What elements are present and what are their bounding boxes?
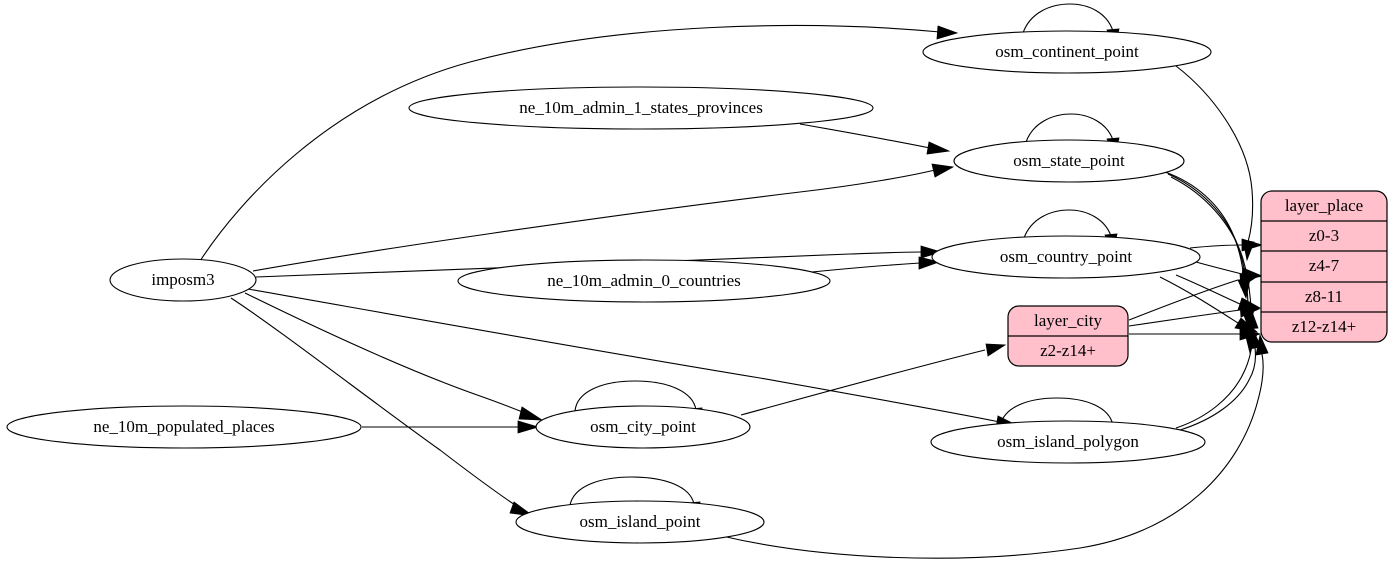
edge-layer <box>199 25 1269 559</box>
node-ne_10m_admin_0_countries-shape[interactable] <box>457 259 831 303</box>
node-ne_10m_populated_places-label: ne_10m_populated_places <box>93 417 274 436</box>
edge-imposm3-to-osm_island_point <box>230 297 534 517</box>
edge-osm_island_point-to-layer_place-z12-z14 <box>721 333 1269 559</box>
node-osm_continent_point-shape[interactable] <box>922 30 1212 74</box>
layer_place-row-z4-7[interactable]: z4-7 <box>1309 256 1340 275</box>
edge-ne_populated_places-to-osm_city_point <box>362 420 540 434</box>
edge-ne_admin_0_countries-to-osm_country_point <box>811 256 941 273</box>
node-ne_10m_admin_0_countries[interactable]: ne_10m_admin_0_countries <box>457 259 831 303</box>
node-osm_continent_point-label: osm_continent_point <box>995 42 1139 61</box>
layer_city-row-z2-z14[interactable]: z2-z14+ <box>1040 341 1096 360</box>
node-osm_state_point[interactable]: osm_state_point <box>953 139 1185 183</box>
edge-imposm3-to-osm_city_point <box>244 292 544 421</box>
layer-node-layer_place[interactable]: layer_place z0-3 z4-7 z8-11 z12-z14+ <box>1260 190 1388 343</box>
layer_place-row-z0-3[interactable]: z0-3 <box>1309 226 1339 245</box>
node-imposm3-label: imposm3 <box>151 270 214 289</box>
node-imposm3[interactable]: imposm3 <box>109 258 257 302</box>
layer_place-row-z12-z14[interactable]: z12-z14+ <box>1292 317 1356 336</box>
node-osm_island_polygon-label: osm_island_polygon <box>997 432 1139 451</box>
node-ne_10m_populated_places-shape[interactable] <box>6 405 362 449</box>
node-osm_state_point-label: osm_state_point <box>1013 151 1125 170</box>
node-osm_state_point-shape[interactable] <box>953 139 1185 183</box>
edge-osm_continent_point-to-layer_place-z0-3 <box>1175 65 1255 262</box>
edge-layer_city-to-layer_place-z12-z14 <box>1129 327 1262 341</box>
node-ne_10m_admin_0_countries-label: ne_10m_admin_0_countries <box>547 271 741 290</box>
node-osm_island_point-label: osm_island_point <box>580 512 701 531</box>
edge-ne_states_provinces-to-osm_state_point <box>799 123 951 155</box>
edge-osm_country_point-to-layer_place-z0-3 <box>1189 238 1264 252</box>
node-osm_city_point-shape[interactable] <box>535 405 751 449</box>
node-osm_city_point-label: osm_city_point <box>590 417 696 436</box>
layer_city-header: layer_city <box>1034 311 1102 330</box>
node-osm_city_point[interactable]: osm_city_point <box>535 405 751 449</box>
layer_place-row-z8-11[interactable]: z8-11 <box>1305 287 1343 306</box>
node-layer: imposm3 ne_10m_admin_1_states_provinces … <box>6 30 1212 544</box>
layer_place-header: layer_place <box>1285 196 1363 215</box>
node-osm_island_point-shape[interactable] <box>515 500 765 544</box>
edge-layer_city-to-layer_place-z4-7 <box>1128 273 1260 321</box>
node-osm_country_point[interactable]: osm_country_point <box>931 235 1201 279</box>
node-osm_island_point[interactable]: osm_island_point <box>515 500 765 544</box>
edge-imposm3-to-osm_continent_point <box>199 25 959 262</box>
layer-node-layer_city[interactable]: layer_city z2-z14+ <box>1007 305 1129 367</box>
edge-osm_city_point-to-layer_city <box>740 343 1007 416</box>
node-ne_10m_admin_1_states_provinces-label: ne_10m_admin_1_states_provinces <box>519 98 763 117</box>
node-ne_10m_admin_1_states_provinces-shape[interactable] <box>408 86 874 130</box>
node-ne_10m_populated_places[interactable]: ne_10m_populated_places <box>6 405 362 449</box>
node-osm_country_point-label: osm_country_point <box>1000 247 1132 266</box>
layer_place-box[interactable] <box>1260 190 1388 343</box>
edge-osm_state_point-to-layer_place-z4-7 <box>1164 171 1251 300</box>
node-ne_10m_admin_1_states_provinces[interactable]: ne_10m_admin_1_states_provinces <box>408 86 874 130</box>
node-osm_continent_point[interactable]: osm_continent_point <box>922 30 1212 74</box>
node-osm_island_polygon[interactable]: osm_island_polygon <box>930 420 1206 464</box>
edge-imposm3-to-osm_state_point <box>252 163 955 272</box>
node-osm_island_polygon-shape[interactable] <box>930 420 1206 464</box>
node-imposm3-shape[interactable] <box>109 258 257 302</box>
node-osm_country_point-shape[interactable] <box>931 235 1201 279</box>
